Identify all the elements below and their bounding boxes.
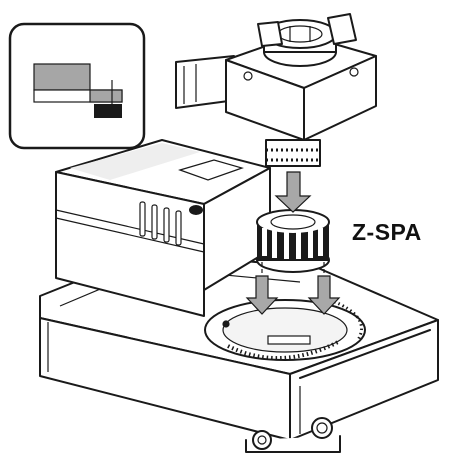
z-spa-coupling — [256, 209, 330, 300]
shaft-coupling-position-icon — [8, 22, 146, 150]
z-spa-label: Z-SPA — [352, 219, 422, 245]
rotary-scale-disc — [204, 298, 366, 361]
adapter-block — [175, 13, 377, 167]
actuator-body — [55, 139, 271, 317]
insert-direction-arrow-icon — [245, 171, 341, 315]
mounting-feet — [245, 417, 341, 453]
